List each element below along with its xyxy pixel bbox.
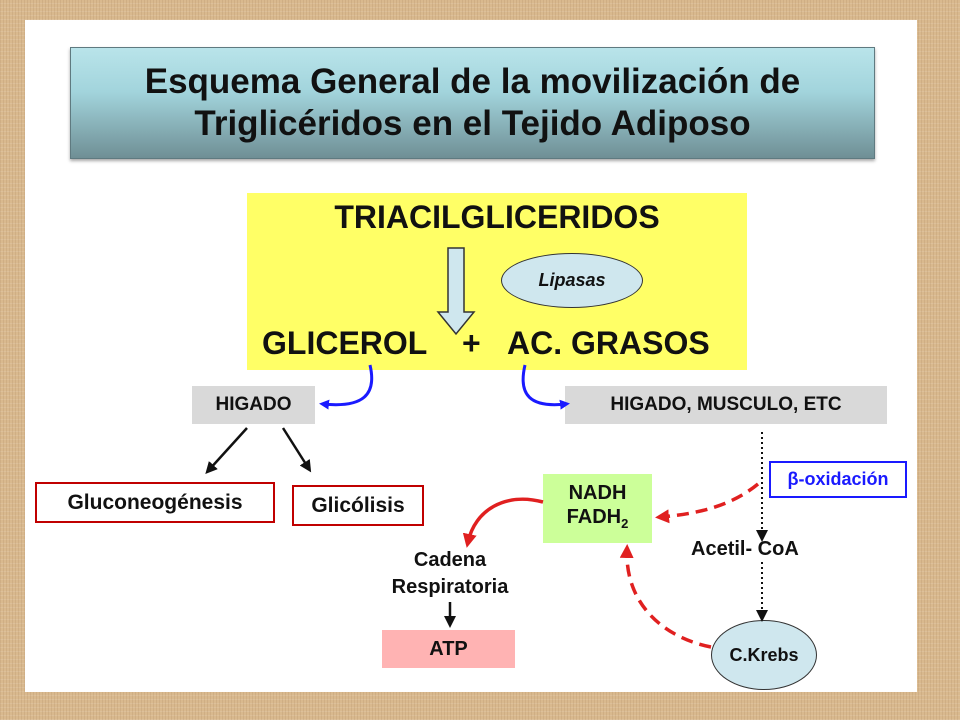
triacilgliceridos-label: TRIACILGLICERIDOS bbox=[334, 199, 660, 235]
higado-to-gluconeogenesis-arrow bbox=[205, 427, 248, 474]
arrows-layer bbox=[205, 247, 768, 649]
lipasas-label: Lipasas bbox=[538, 270, 606, 290]
beta-to-nadh-dashed-arrow bbox=[655, 482, 760, 524]
lipasas-ellipse: Lipasas bbox=[501, 253, 643, 308]
acgrasos-to-higado-musculo-arrow bbox=[521, 364, 570, 410]
title-banner: Esquema General de la movilización de Tr… bbox=[70, 47, 875, 159]
cadena-respiratoria-label: Cadena Respiratoria bbox=[380, 547, 520, 601]
glicerol-label: GLICEROL bbox=[262, 325, 428, 361]
higado-to-glicolisis-arrow bbox=[281, 427, 312, 473]
fadh-subscript: 2 bbox=[621, 516, 629, 531]
title-line-2: Triglicéridos en el Tejido Adiposo bbox=[194, 104, 751, 143]
fadh-text: FADH bbox=[566, 506, 622, 528]
page-title: Esquema General de la movilización de Tr… bbox=[145, 61, 801, 145]
krebs-label: C.Krebs bbox=[729, 644, 799, 665]
plus-sign: + bbox=[462, 325, 481, 361]
glicolisis-box: Glicólisis bbox=[292, 485, 424, 526]
higado-label: HIGADO bbox=[192, 386, 315, 424]
beta-oxidacion-label: -oxidación bbox=[798, 469, 889, 489]
fadh2-label: FADH2 bbox=[567, 505, 629, 536]
lipolysis-box bbox=[247, 193, 747, 370]
beta-symbol: β bbox=[787, 469, 799, 489]
gluconeogenesis-box: Gluconeogénesis bbox=[35, 482, 275, 523]
krebs-to-nadh-dashed-arrow bbox=[619, 544, 712, 649]
slide: Esquema General de la movilización de Tr… bbox=[25, 20, 917, 692]
beta-oxidacion-box: β-oxidación bbox=[769, 461, 907, 498]
nadh-fadh2-box: NADH FADH2 bbox=[543, 474, 652, 543]
atp-box: ATP bbox=[382, 630, 515, 668]
acetil-coa-label: Acetil- CoA bbox=[691, 538, 799, 560]
down-block-arrow bbox=[436, 247, 476, 336]
cadena-label: Cadena bbox=[413, 549, 487, 571]
krebs-ellipse: C.Krebs bbox=[711, 620, 817, 690]
nadh-to-cadena-arrow bbox=[462, 497, 544, 548]
ac-grasos-label: AC. GRASOS bbox=[507, 325, 710, 361]
higado-musculo-label: HIGADO, MUSCULO, ETC bbox=[565, 386, 887, 424]
title-line-1: Esquema General de la movilización de bbox=[144, 62, 801, 101]
nadh-label: NADH bbox=[568, 482, 627, 504]
respiratoria-label: Respiratoria bbox=[391, 576, 509, 598]
glicerol-to-higado-arrow bbox=[319, 364, 374, 410]
